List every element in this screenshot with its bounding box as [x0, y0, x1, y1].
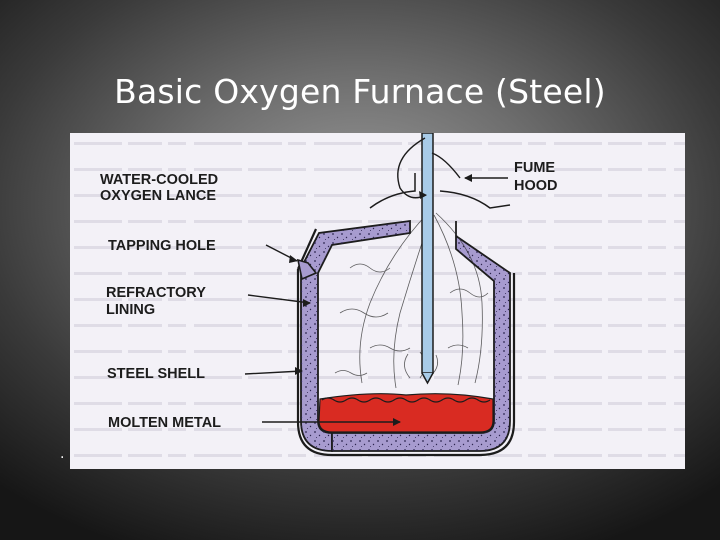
label-hood-line1: FUME	[514, 160, 555, 176]
oxygen-lance	[421, 133, 434, 385]
label-molten-metal: MOLTEN METAL	[108, 415, 221, 431]
leader-arrowheads	[289, 174, 472, 426]
furnace-diagram-svg: WATER-COOLED OXYGEN LANCE FUME HOOD TAPP…	[70, 133, 685, 469]
slag-surface	[321, 397, 491, 403]
label-lance-line2: OXYGEN LANCE	[100, 188, 216, 204]
bullet-marker: .	[60, 446, 65, 462]
label-steel-shell: STEEL SHELL	[107, 366, 205, 382]
label-refractory-line1: REFRACTORY	[106, 285, 206, 301]
label-tapping-hole: TAPPING HOLE	[108, 238, 216, 254]
refractory-lining	[300, 219, 511, 452]
label-lance-line1: WATER-COOLED	[100, 172, 218, 188]
label-refractory-line2: LINING	[106, 302, 155, 318]
slide-title: Basic Oxygen Furnace (Steel)	[114, 72, 606, 111]
label-hood-line2: HOOD	[514, 178, 558, 194]
fume-hood	[369, 173, 511, 209]
furnace-diagram: WATER-COOLED OXYGEN LANCE FUME HOOD TAPP…	[70, 133, 685, 469]
tapping-hole-spout	[296, 258, 318, 281]
